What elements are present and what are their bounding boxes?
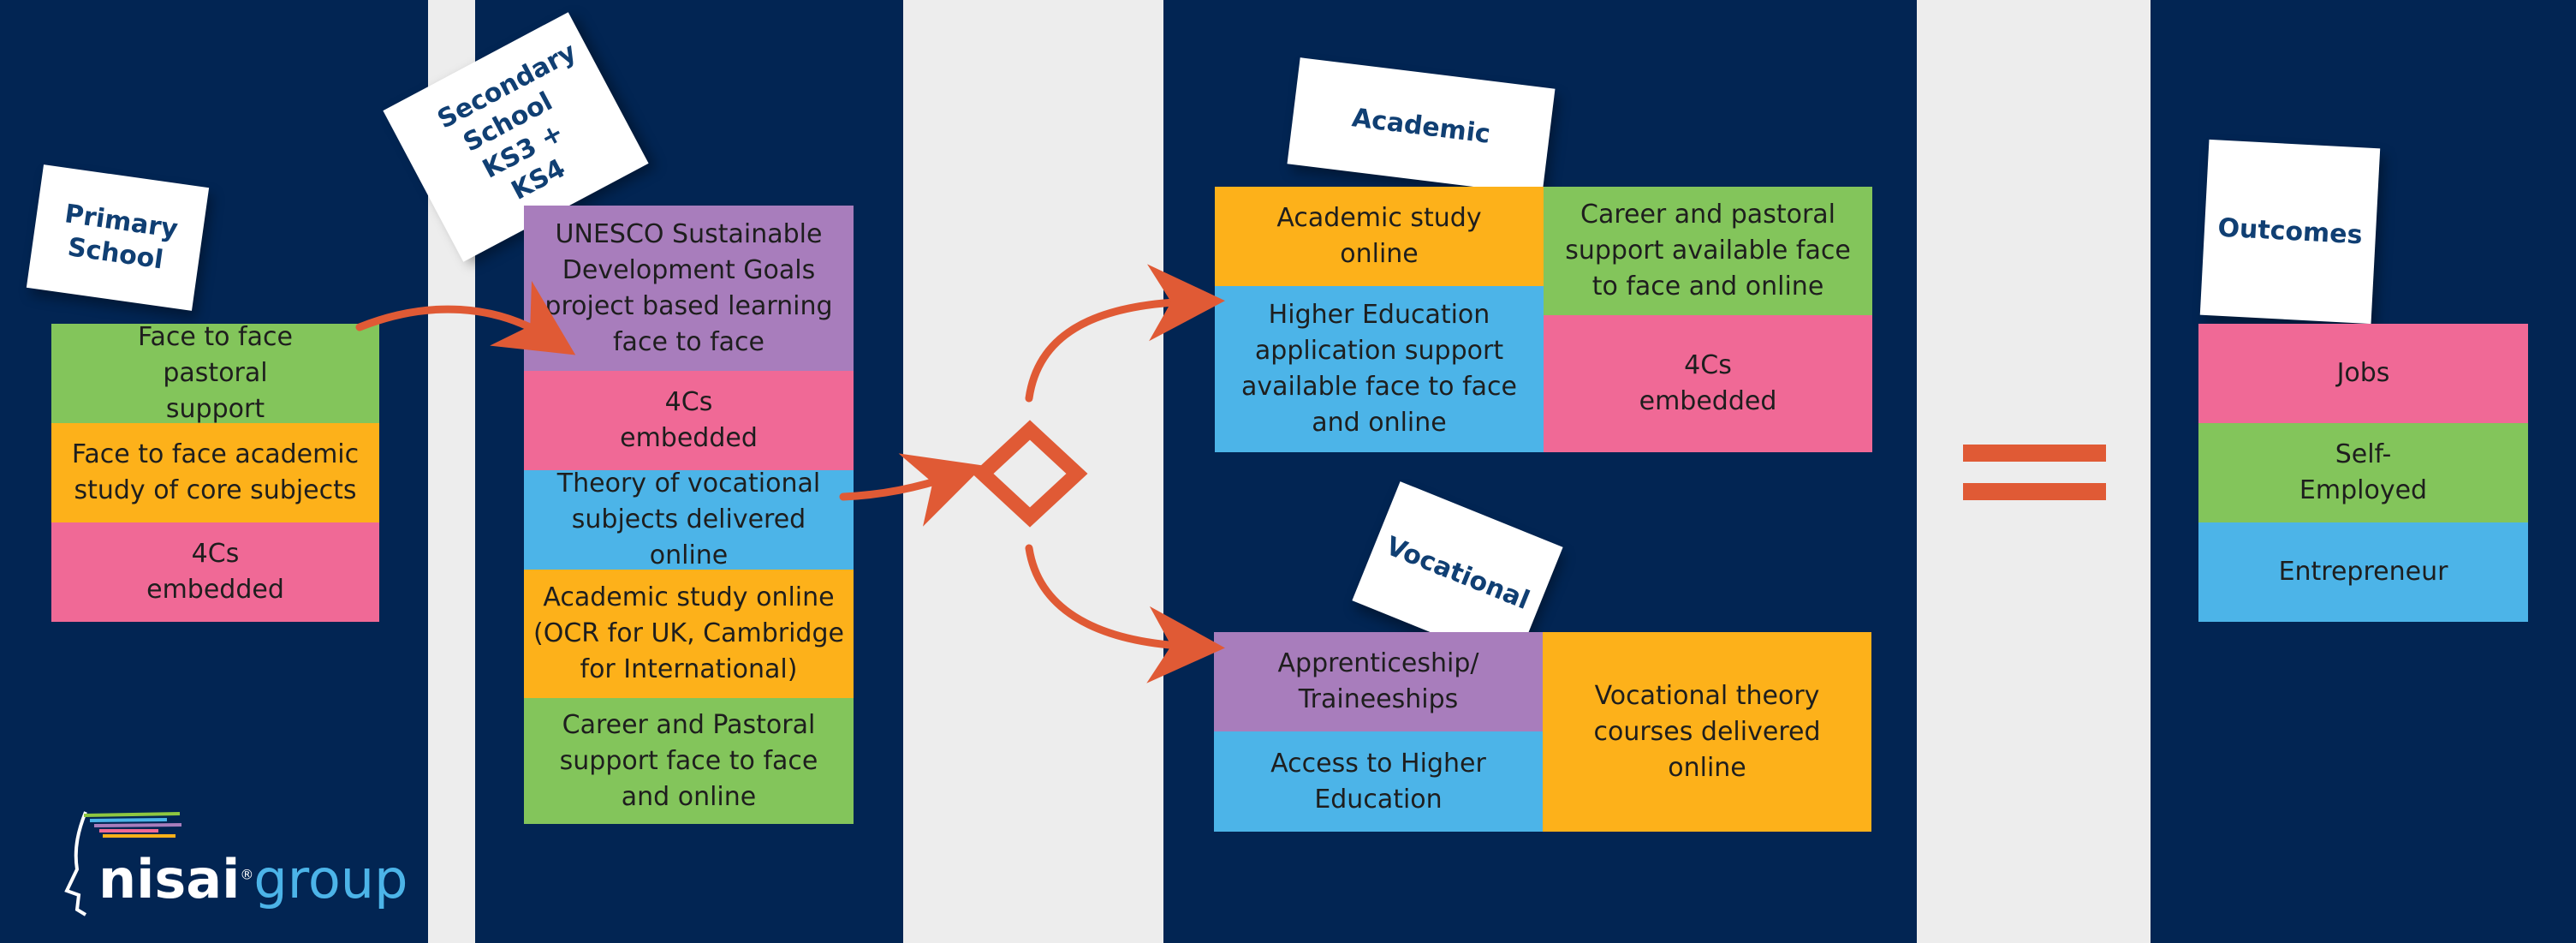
secondary-item-vocational-theory: Theory of vocational subjects delivered … <box>524 469 854 570</box>
secondary-item-academic-online: Academic study online (OCR for UK, Cambr… <box>524 570 854 698</box>
arrow-to-vocational <box>1025 544 1225 683</box>
logo-registered-mark: ® <box>240 866 254 883</box>
academic-item-he-support: Higher Education application support ava… <box>1215 286 1544 452</box>
vocational-item-access-he: Access to Higher Education <box>1214 731 1543 832</box>
outcome-entrepreneur: Entrepreneur <box>2198 522 2528 622</box>
equals-bar-top <box>1963 445 2106 462</box>
outcome-self-employed: Self- Employed <box>2198 423 2528 522</box>
nisai-logo: nisai®group <box>98 848 408 910</box>
academic-item-career: Career and pastoral support available fa… <box>1544 187 1872 315</box>
primary-item-pastoral: Face to face pastoral support <box>51 322 379 424</box>
vocational-grid: Apprenticeship/ Traineeships Access to H… <box>1214 632 1871 832</box>
secondary-item-unesco: UNESCO Sustainable Development Goals pro… <box>524 206 854 371</box>
arrow-secondary-to-diamond <box>839 453 985 527</box>
decision-diamond <box>972 420 1088 528</box>
logo-brand: nisai <box>98 848 241 910</box>
secondary-item-career: Career and Pastoral support face to face… <box>524 698 854 824</box>
outcomes-stack: Jobs Self- Employed Entrepreneur <box>2198 324 2528 622</box>
vocational-item-apprenticeship: Apprenticeship/ Traineeships <box>1214 632 1543 731</box>
vocational-item-theory-online: Vocational theory courses delivered onli… <box>1543 632 1871 832</box>
logo-suffix: group <box>253 848 408 910</box>
primary-item-4cs: 4Cs embedded <box>51 522 379 622</box>
outcome-jobs: Jobs <box>2198 324 2528 423</box>
nisai-logo-mark <box>64 811 182 916</box>
academic-grid: Academic study online Career and pastora… <box>1215 187 1872 452</box>
academic-item-4cs: 4Cs embedded <box>1544 315 1872 452</box>
secondary-stack: UNESCO Sustainable Development Goals pro… <box>524 206 854 824</box>
equals-bar-bottom <box>1963 483 2106 500</box>
arrow-to-academic <box>1025 264 1225 403</box>
primary-item-academic: Face to face academic study of core subj… <box>51 423 379 522</box>
academic-item-study-online: Academic study online <box>1215 187 1544 286</box>
secondary-item-4cs: 4Cs embedded <box>524 371 854 470</box>
arrow-primary-to-secondary <box>355 280 576 355</box>
primary-stack: Face to face pastoral support Face to fa… <box>51 322 379 622</box>
